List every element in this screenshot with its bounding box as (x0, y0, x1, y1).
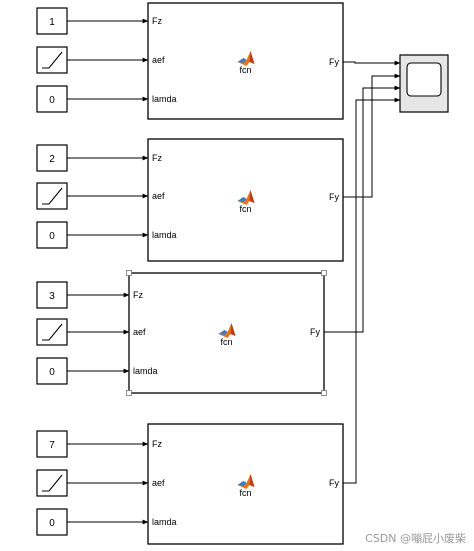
constant-value: 0 (49, 367, 55, 378)
scope-screen-icon (406, 62, 442, 97)
constant-block[interactable]: 0 (36, 221, 68, 249)
source-block-body[interactable] (36, 318, 68, 346)
constant-value: 0 (49, 518, 55, 529)
constant-block[interactable]: 3 (36, 281, 68, 309)
in-port-label-lamda: lamda (133, 366, 158, 376)
in-port-label-aef: aef (152, 478, 165, 488)
constant-block[interactable]: 1 (36, 7, 68, 35)
in-port-label-Fz: Fz (152, 153, 162, 163)
ramp-icon (42, 51, 63, 69)
output-signal-line[interactable] (324, 85, 401, 333)
in-port-label-aef: aef (152, 55, 165, 65)
fcn-label: fcn (239, 488, 251, 498)
constant-block[interactable]: 0 (36, 508, 68, 536)
in-port-label-aef: aef (133, 327, 146, 337)
ramp-icon (42, 187, 63, 205)
constant-value: 0 (49, 95, 55, 106)
selection-handle[interactable] (126, 270, 132, 276)
output-signal-line[interactable] (343, 97, 401, 484)
fcn-block-2[interactable]: Fz aef lamda Fy fcn (147, 138, 344, 262)
matlab-logo-icon (237, 190, 255, 205)
output-signal-line[interactable] (343, 60, 401, 66)
matlab-logo-icon (237, 474, 255, 489)
selection-handle[interactable] (321, 390, 327, 396)
constant-block[interactable]: 2 (36, 144, 68, 172)
selection-handle[interactable] (321, 270, 327, 276)
out-port-label: Fy (329, 57, 339, 67)
fcn-label: fcn (239, 204, 251, 214)
watermark-text: CSDN @嘣屁小废柴 (365, 531, 466, 545)
source-block-body[interactable] (36, 281, 68, 309)
selection-handle[interactable] (126, 390, 132, 396)
source-block-body[interactable] (36, 221, 68, 249)
constant-block[interactable]: 0 (36, 357, 68, 385)
source-block-body[interactable] (36, 7, 68, 35)
ramp-block[interactable] (36, 46, 68, 74)
constant-block[interactable]: 7 (36, 430, 68, 458)
constant-value: 3 (49, 291, 55, 302)
out-port-label: Fy (329, 478, 339, 488)
ramp-block[interactable] (36, 182, 68, 210)
source-block-body[interactable] (36, 469, 68, 497)
in-port-label-lamda: lamda (152, 94, 177, 104)
scope-block[interactable] (399, 54, 449, 113)
ramp-icon (42, 474, 63, 492)
constant-value: 7 (49, 440, 55, 451)
source-block-body[interactable] (36, 430, 68, 458)
in-port-label-Fz: Fz (152, 16, 162, 26)
in-port-label-Fz: Fz (152, 439, 162, 449)
source-block-body[interactable] (36, 85, 68, 113)
output-signal-line[interactable] (343, 73, 401, 198)
fcn-block-body[interactable] (147, 138, 344, 262)
ramp-icon (42, 323, 63, 341)
constant-value: 0 (49, 231, 55, 242)
fcn-label: fcn (220, 337, 232, 347)
source-block-body[interactable] (36, 508, 68, 536)
fcn-label: fcn (239, 65, 251, 75)
fcn-block-3[interactable]: Fz aef lamda Fy fcn (126, 270, 327, 396)
source-block-body[interactable] (36, 46, 68, 74)
constant-value: 2 (49, 154, 55, 165)
out-port-label: Fy (329, 192, 339, 202)
constant-value: 1 (49, 17, 55, 28)
in-port-label-lamda: lamda (152, 230, 177, 240)
constant-block[interactable]: 0 (36, 85, 68, 113)
ramp-block[interactable] (36, 318, 68, 346)
in-port-label-lamda: lamda (152, 517, 177, 527)
matlab-logo-icon (237, 51, 255, 66)
matlab-logo-icon (218, 323, 236, 338)
in-port-label-aef: aef (152, 191, 165, 201)
out-port-label: Fy (310, 327, 320, 337)
in-port-label-Fz: Fz (133, 290, 143, 300)
source-block-body[interactable] (36, 144, 68, 172)
fcn-block-4[interactable]: Fz aef lamda Fy fcn (147, 423, 344, 545)
ramp-block[interactable] (36, 469, 68, 497)
source-block-body[interactable] (36, 182, 68, 210)
fcn-block-1[interactable]: Fz aef lamda Fy fcn (147, 2, 344, 120)
